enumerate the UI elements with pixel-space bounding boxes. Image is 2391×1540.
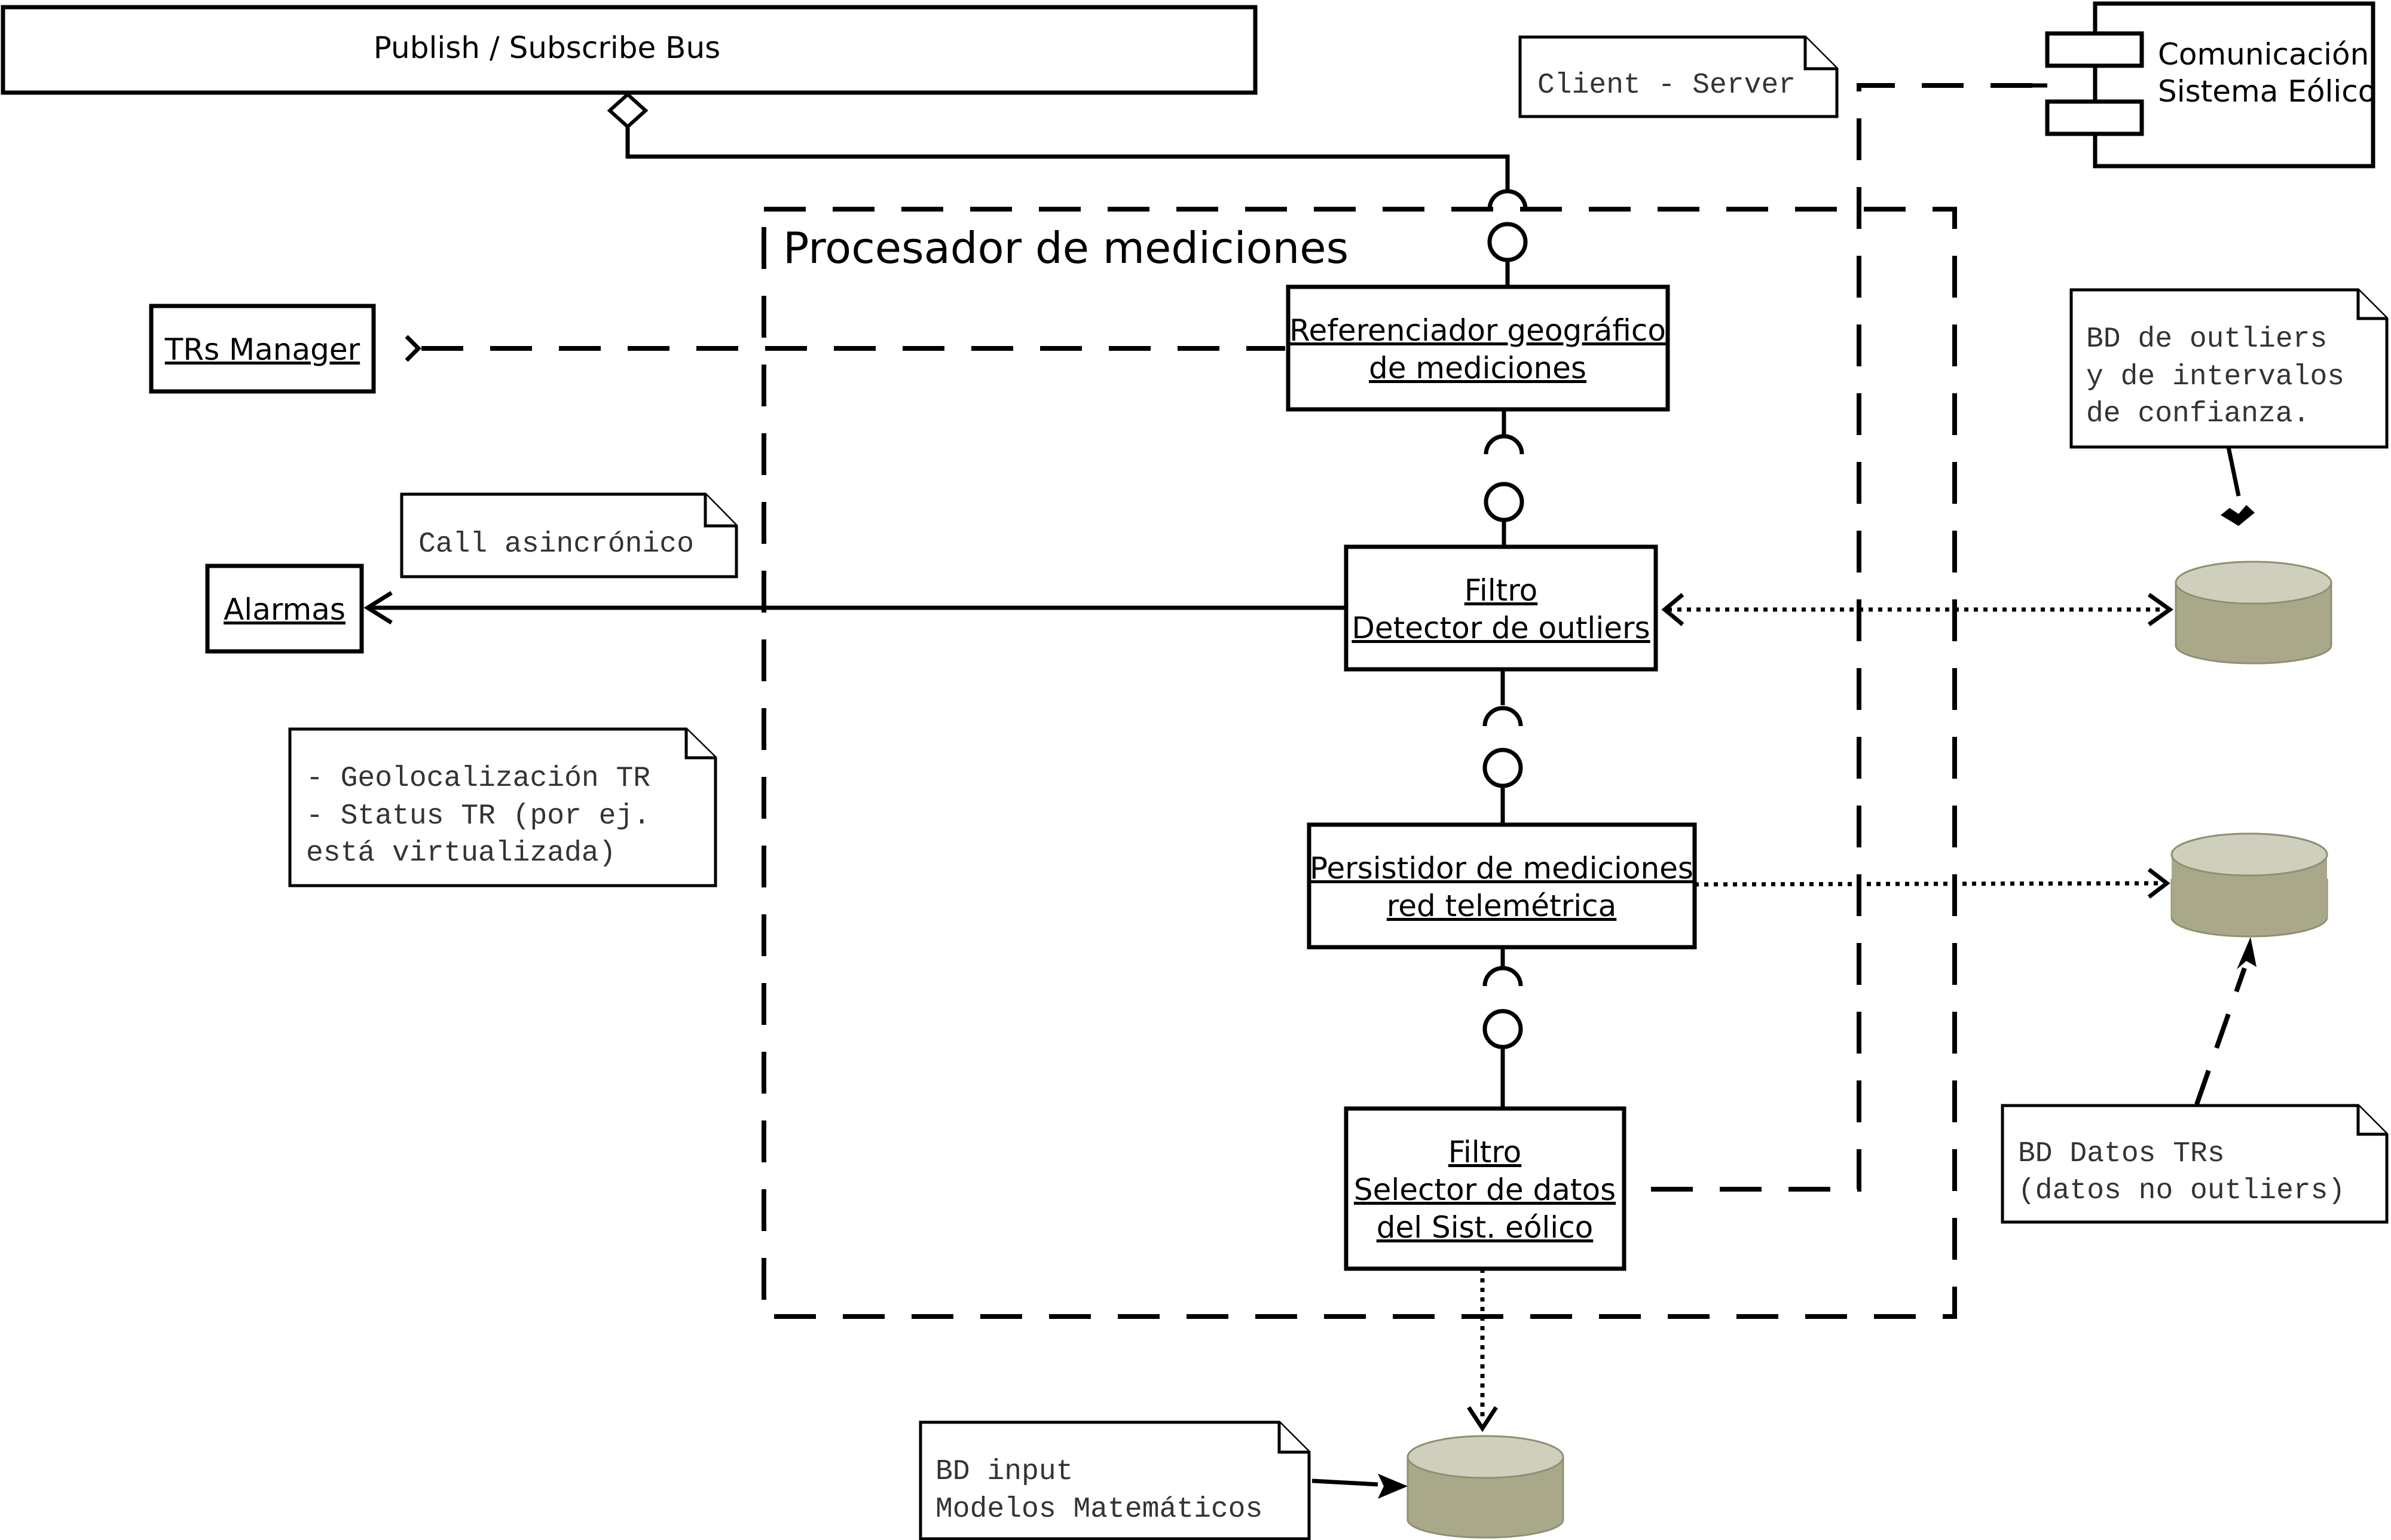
referenciador-label-2: de mediciones xyxy=(1369,351,1586,385)
bd-outliers-text-2: y de intervalos xyxy=(2086,361,2344,393)
trs-manager-label: TRs Manager xyxy=(164,332,360,367)
call-async-text: Call asincrónico xyxy=(418,528,694,561)
component-referenciador[interactable]: Referenciador geográfico de mediciones xyxy=(1286,284,1670,412)
required-socket xyxy=(1484,434,1524,455)
selector-label-3: del Sist. eólico xyxy=(1377,1210,1594,1245)
provided-lollipop xyxy=(1482,1009,1523,1049)
comunicacion-component[interactable]: Comunicación Sistema Eólico xyxy=(2045,1,2376,169)
container-border xyxy=(762,207,1957,1319)
comunicacion-label-2: Sistema Eólico xyxy=(2158,74,2376,109)
dependency-arrowhead xyxy=(405,335,421,362)
bd-trs-anchor xyxy=(2194,937,2257,1106)
trs-manager-dependency xyxy=(405,335,1285,362)
bus-connection xyxy=(607,91,1528,287)
bd-trs-text-1: BD Datos TRs xyxy=(2018,1138,2225,1170)
bd-trs-text-2: (datos no outliers) xyxy=(2018,1175,2345,1207)
arrowhead-right xyxy=(2147,868,2170,899)
persistidor-label-2: red telemétrica xyxy=(1387,889,1617,923)
client-server-dependency xyxy=(1632,83,2047,1192)
alarm-arrowhead xyxy=(363,591,393,624)
required-socket xyxy=(1482,706,1523,727)
alarmas-label: Alarmas xyxy=(224,592,345,627)
trs-manager[interactable]: TRs Manager xyxy=(149,304,376,394)
persistidor-db-line xyxy=(1694,881,2161,887)
client-server-line xyxy=(1632,83,2032,1192)
detector-box xyxy=(1344,544,1658,672)
bd-outliers-note: BD de outliers y de intervalos de confia… xyxy=(2069,288,2389,449)
arrowhead-left xyxy=(1661,593,1684,626)
alarm-call xyxy=(363,591,1346,624)
bus-label: Publish / Subscribe Bus xyxy=(374,30,720,65)
component-port-top xyxy=(2045,31,2144,68)
selector-label-2: Selector de datos xyxy=(1354,1172,1616,1207)
detector-label-2: Detector de outliers xyxy=(1352,611,1650,645)
anchor-arrowhead xyxy=(2221,505,2255,526)
interface-persistidor-selector xyxy=(1482,947,1523,1109)
bd-outliers-anchor xyxy=(2221,446,2255,526)
bd-outliers-text-3: de confianza. xyxy=(2086,398,2310,430)
alarmas[interactable]: Alarmas xyxy=(205,564,364,654)
bd-trs-note: BD Datos TRs (datos no outliers) xyxy=(2001,1104,2389,1224)
database-outliers[interactable] xyxy=(2175,561,2332,665)
persistidor-box xyxy=(1307,822,1697,950)
required-socket xyxy=(1482,966,1523,987)
bd-outliers-text-1: BD de outliers xyxy=(2086,323,2327,356)
bd-input-text-2: Modelos Matemáticos xyxy=(935,1493,1262,1526)
arrowhead-right xyxy=(2147,593,2174,626)
database-trs[interactable] xyxy=(2170,832,2328,938)
anchor-arrowhead xyxy=(2237,937,2257,969)
trs-manager-box xyxy=(149,304,376,394)
provided-lollipop xyxy=(1487,222,1528,262)
procesador-container: Procesador de mediciones xyxy=(762,207,1957,1319)
provided-lollipop xyxy=(1484,482,1524,522)
comunicacion-label-1: Comunicación xyxy=(2158,37,2369,72)
referenciador-box xyxy=(1286,284,1670,412)
component-persistidor[interactable]: Persistidor de mediciones red telemétric… xyxy=(1307,822,1697,950)
component-port-bottom xyxy=(2045,99,2144,136)
client-server-text: Client - Server xyxy=(1537,69,1796,102)
database-input-modelos[interactable] xyxy=(1407,1435,1564,1539)
provided-lollipop xyxy=(1482,748,1523,788)
container-title: Procesador de mediciones xyxy=(783,223,1349,273)
persistidor-db-link xyxy=(1694,868,2170,899)
bd-input-anchor xyxy=(1311,1474,1408,1499)
geo-text-1: - Geolocalización TR xyxy=(306,763,650,795)
component-selector[interactable]: Filtro Selector de datos del Sist. eólic… xyxy=(1344,1106,1626,1271)
selector-box xyxy=(1344,1106,1626,1271)
call-async-note: Call asincrónico xyxy=(400,492,738,578)
referenciador-label-1: Referenciador geográfico xyxy=(1289,313,1666,348)
interface-ref-detector xyxy=(1484,409,1524,547)
required-socket xyxy=(1487,189,1528,210)
geo-note: - Geolocalización TR - Status TR (por ej… xyxy=(288,727,717,887)
bd-input-note: BD input Modelos Matemáticos xyxy=(919,1420,1311,1540)
bd-input-text-1: BD input xyxy=(935,1456,1073,1488)
pubsub-bus[interactable]: Publish / Subscribe Bus xyxy=(1,5,1258,95)
persistidor-label-1: Persistidor de mediciones xyxy=(1310,851,1693,886)
interface-detector-persistidor xyxy=(1482,669,1523,825)
anchor-arrowhead xyxy=(1378,1474,1408,1499)
arrowhead-down xyxy=(1467,1406,1498,1432)
bus-link-line xyxy=(625,127,1510,192)
geo-text-3: está virtualizada) xyxy=(306,837,616,869)
comunicacion-box xyxy=(2093,1,2375,169)
bus-box xyxy=(1,5,1258,95)
client-server-note: Client - Server xyxy=(1518,35,1839,118)
selector-label-1: Filtro xyxy=(1448,1135,1522,1169)
alarmas-box xyxy=(205,564,364,654)
aggregation-diamond xyxy=(607,91,649,130)
component-detector[interactable]: Filtro Detector de outliers xyxy=(1344,544,1658,672)
detector-label-1: Filtro xyxy=(1464,573,1538,608)
selector-db-link xyxy=(1467,1269,1498,1432)
geo-text-2: - Status TR (por ej. xyxy=(306,800,650,832)
detector-db-link xyxy=(1661,593,2174,626)
